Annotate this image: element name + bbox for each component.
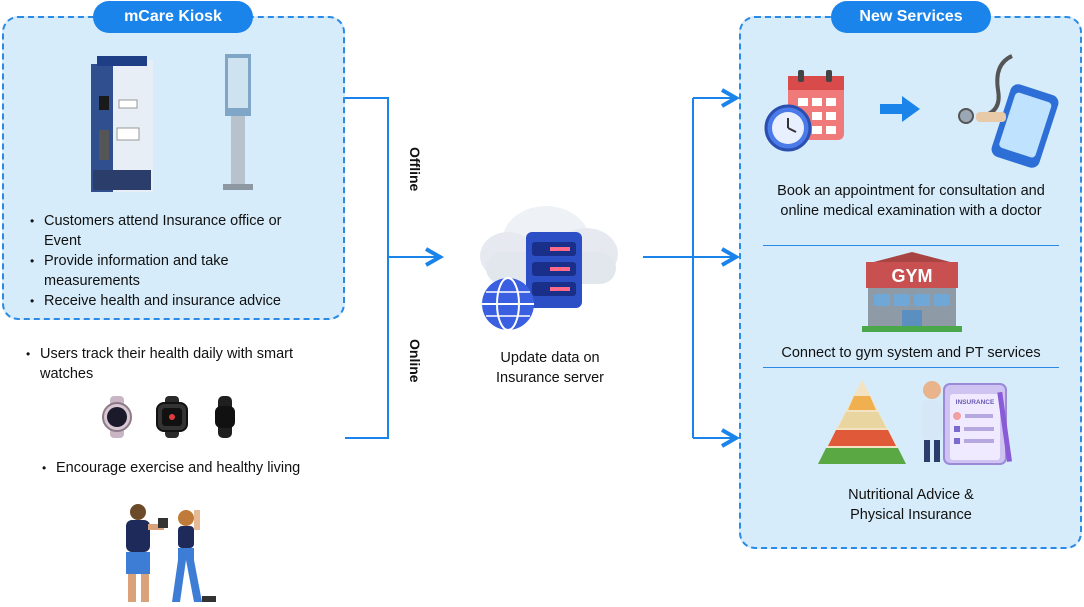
watch-bullet-text: Users track their health daily with smar… [26, 344, 336, 384]
gym-sign-text: GYM [891, 266, 932, 286]
woman-exercising-icon [172, 510, 216, 602]
offline-label: Offline [407, 147, 423, 192]
server-label: Update data on Insurance server [496, 350, 604, 386]
kiosk-title: mCare Kiosk [93, 1, 253, 33]
slim-kiosk-icon [223, 54, 253, 190]
service-nutrition-text: Nutritional Advice & Physical Insurance [848, 487, 974, 523]
online-label: Online [407, 339, 423, 383]
left-bracket-line [345, 97, 389, 439]
watch-bullet: Users track their health daily with smar… [26, 344, 336, 384]
nutrition-insurance-illustration: INSURANCE [818, 380, 1012, 465]
service-appointment-text: Book an appointment for consultation and… [777, 183, 1045, 219]
service-gym-text: Connect to gym system and PT services [781, 345, 1041, 361]
round-watch-icon [102, 396, 132, 438]
doctor-icon [922, 381, 942, 462]
service-divider [763, 367, 1059, 368]
exercise-people-illustration [126, 504, 216, 602]
smartwatches-illustration [102, 396, 235, 438]
service-divider [763, 245, 1059, 246]
exercise-bullet: Encourage exercise and healthy living [42, 458, 332, 478]
cloud-server-illustration [480, 206, 618, 331]
kiosk-machines-illustration [91, 54, 253, 192]
kiosk-bullet-list: Customers attend Insurance office or Eve… [30, 211, 320, 311]
arrow-right-icon [880, 96, 920, 122]
man-lifting-icon [126, 504, 168, 602]
large-kiosk-icon [91, 56, 153, 192]
band-watch-icon [215, 396, 235, 438]
globe-icon [482, 277, 534, 331]
clock-icon [764, 104, 812, 152]
food-pyramid-icon [818, 380, 906, 464]
telemedicine-phone-icon [958, 54, 1059, 168]
kiosk-bullet: Receive health and insurance advice [30, 291, 320, 311]
services-title: New Services [831, 1, 991, 33]
exercise-bullet-text: Encourage exercise and healthy living [42, 458, 332, 478]
appointment-illustration [764, 54, 1059, 168]
insurance-clipboard-icon: INSURANCE [943, 383, 1012, 465]
kiosk-bullet: Customers attend Insurance office or Eve… [30, 211, 320, 251]
gym-building-illustration: GYM [862, 252, 962, 332]
kiosk-bullet: Provide information and take measurement… [30, 251, 320, 291]
square-watch-icon [156, 396, 188, 438]
insurance-sign-text: INSURANCE [956, 399, 995, 406]
gym-building-icon: GYM [862, 252, 962, 332]
server-rack-icon [526, 232, 582, 308]
